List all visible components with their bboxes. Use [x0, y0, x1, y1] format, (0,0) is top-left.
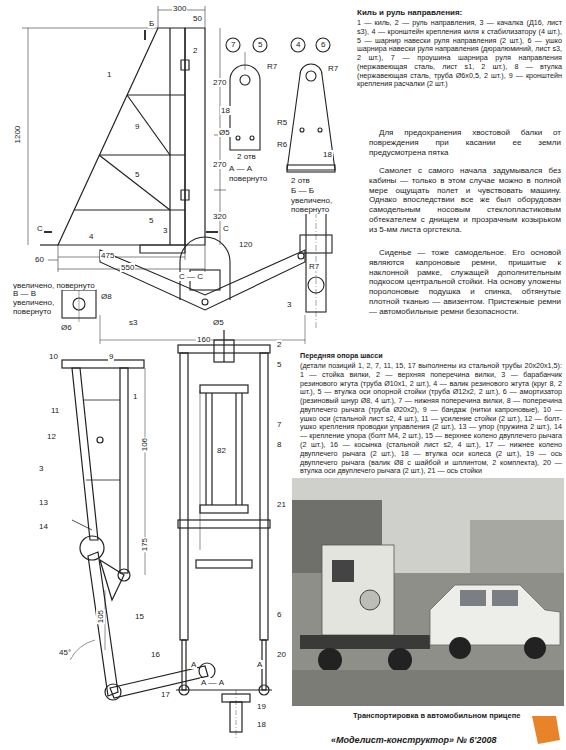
dimension-label: увеличено, [12, 298, 55, 307]
dimension-label: 2 отв [236, 152, 257, 161]
callout-number: 19 [256, 702, 267, 711]
dimension-label: А — А [228, 164, 253, 173]
dimension-label: Ø5 [218, 128, 231, 137]
callout-number: 17 [160, 690, 171, 699]
callout-number: 10 [48, 352, 59, 361]
dimension-label: В — В [12, 289, 37, 298]
dimension-label: s3 [128, 318, 138, 327]
callout-number: 82 [216, 446, 227, 455]
callout-number: 9 [108, 352, 114, 361]
callout-number: 13 [38, 498, 49, 507]
callout-number: 3 [38, 464, 44, 473]
callout-number: 14 [38, 522, 49, 531]
callout-number: 300 [172, 4, 187, 13]
callout-number: 8 [276, 440, 282, 449]
callout-number: 320 [212, 212, 227, 221]
dimension-label: Б [148, 19, 155, 28]
dimension-label: повернуто [290, 205, 330, 214]
caption-text: (детали позиций 1, 2, 7, 11, 15, 17 выпо… [299, 362, 563, 476]
dimension-label: Б — Б [290, 186, 315, 195]
dimension-label: А [256, 660, 263, 669]
callout-number: 160 [196, 335, 211, 344]
dimension-label: повернуто [12, 307, 52, 316]
callout-number: 5 [276, 360, 282, 369]
callout-number: 9 [134, 122, 140, 131]
callout-number: 1 [106, 70, 112, 79]
callout-number: 4 [295, 40, 301, 49]
callout-number: 1200 [13, 125, 22, 145]
body-paragraph: Для предохранения хвостовой балки от пов… [368, 128, 562, 157]
callout-number: 11 [50, 406, 60, 415]
caption-heading: Передняя опора шасси [299, 352, 563, 361]
callout-number: 2 [276, 340, 282, 349]
callout-number: 3 [162, 226, 168, 235]
caption-text: 1 — киль, 2 — руль направления, 3 — кача… [356, 19, 563, 89]
callout-number: 7 [276, 420, 282, 429]
dimension-label: С [36, 224, 44, 233]
dimension-label: Ø5 [212, 318, 225, 327]
photo [292, 478, 564, 706]
dimension-label: повернуто [228, 174, 268, 183]
callout-number: 475 [100, 251, 115, 260]
dimension-label: увеличено, [290, 196, 333, 205]
callout-number: 1 [132, 392, 138, 401]
dimension-label: Ø6 [60, 323, 73, 332]
callout-number: 5 [148, 216, 154, 225]
callout-number: 120 [238, 240, 253, 249]
callout-number: 21 [276, 500, 287, 509]
callout-number: 18 [256, 720, 267, 729]
dimension-label: С [222, 224, 230, 233]
callout-number: 12 [46, 432, 57, 441]
dimension-label: R5 [276, 118, 288, 127]
callout-number: 2 [192, 46, 198, 55]
dimension-label: R7 [327, 64, 339, 73]
callout-number: 6 [276, 610, 282, 619]
dimension-label: 2 отв [290, 176, 311, 185]
callout-number: 270 [212, 160, 227, 169]
callout-number: 5 [134, 170, 140, 179]
callout-number: 175 [140, 537, 149, 552]
dimension-label: R7 [308, 262, 320, 271]
callout-number: 50 [192, 14, 203, 23]
dimension-label: R6 [276, 140, 288, 149]
callout-number: 106 [140, 437, 149, 452]
callout-number: 60 [34, 255, 45, 264]
callout-number: 18 [322, 150, 333, 159]
body-paragraph: Самолет с самого начала задумывался без … [368, 166, 562, 234]
callout-number: 20 [276, 650, 287, 659]
publisher-logo [532, 716, 560, 744]
footer-text: «Моделист-конструктор» № 6'2008 [330, 735, 497, 745]
callout-number: 5 [257, 40, 263, 49]
callout-number: 270 [212, 78, 227, 87]
callout-number: 7 [230, 40, 236, 49]
caption-heading: Киль и руль направления: [356, 8, 563, 18]
photo-caption: Транспортировка в автомобильном прицепе [352, 712, 521, 721]
dimension-label: R7 [266, 62, 278, 71]
dimension-label: А [190, 660, 197, 669]
callout-number: 3 [286, 300, 292, 309]
dimension-label: А — А [200, 678, 225, 687]
body-paragraph: Сиденье — тоже самодельное. Его основой … [368, 248, 562, 316]
dimension-label: Ø8 [100, 292, 113, 301]
callout-number: 4 [88, 232, 94, 241]
dimension-label: 45° [58, 648, 72, 657]
callout-number: 18 [220, 106, 231, 115]
callout-number: 550 [120, 263, 135, 272]
dimension-label: С — С [178, 272, 204, 281]
callout-number: 15 [134, 612, 145, 621]
callout-number: 6 [320, 40, 326, 49]
callout-number: 16 [150, 650, 161, 659]
callout-number: 105 [96, 609, 105, 624]
